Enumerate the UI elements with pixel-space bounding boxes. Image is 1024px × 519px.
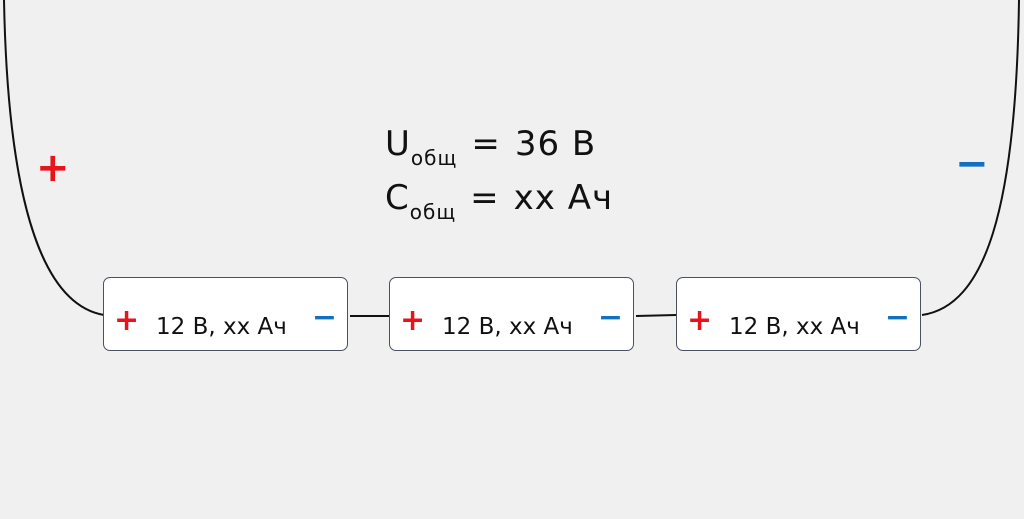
battery-label: 12 В, xx Ач [156, 314, 287, 340]
capacity-equals: = [470, 178, 500, 218]
voltage-symbol: U [385, 124, 411, 164]
total-plus-terminal: + [36, 145, 70, 191]
battery-label: 12 В, xx Ач [729, 314, 860, 340]
minus-terminal: − [597, 300, 623, 335]
plus-terminal: + [687, 303, 713, 338]
minus-terminal: − [311, 300, 337, 335]
voltage-equals: = [471, 124, 501, 164]
capacity-symbol: C [385, 178, 410, 218]
battery-label: 12 В, xx Ач [442, 314, 573, 340]
capacity-value: xx Ач [513, 178, 614, 218]
voltage-value: 36 В [514, 124, 597, 164]
voltage-subscript: общ [410, 146, 458, 170]
total-voltage-formula: Uобщ = 36 В [385, 124, 615, 170]
battery-1: + 12 В, xx Ач − [103, 277, 348, 351]
right-wire [921, 0, 1020, 316]
minus-terminal: − [884, 300, 910, 335]
battery-2: + 12 В, xx Ач − [389, 277, 634, 351]
total-minus-terminal: − [955, 141, 989, 187]
capacity-subscript: общ [409, 200, 457, 224]
total-capacity-formula: Cобщ = xx Ач [385, 178, 615, 224]
plus-terminal: + [400, 303, 426, 338]
battery-3: + 12 В, xx Ач − [676, 277, 921, 351]
plus-terminal: + [114, 303, 140, 338]
left-wire [3, 0, 105, 316]
wire-2-3 [635, 314, 677, 317]
